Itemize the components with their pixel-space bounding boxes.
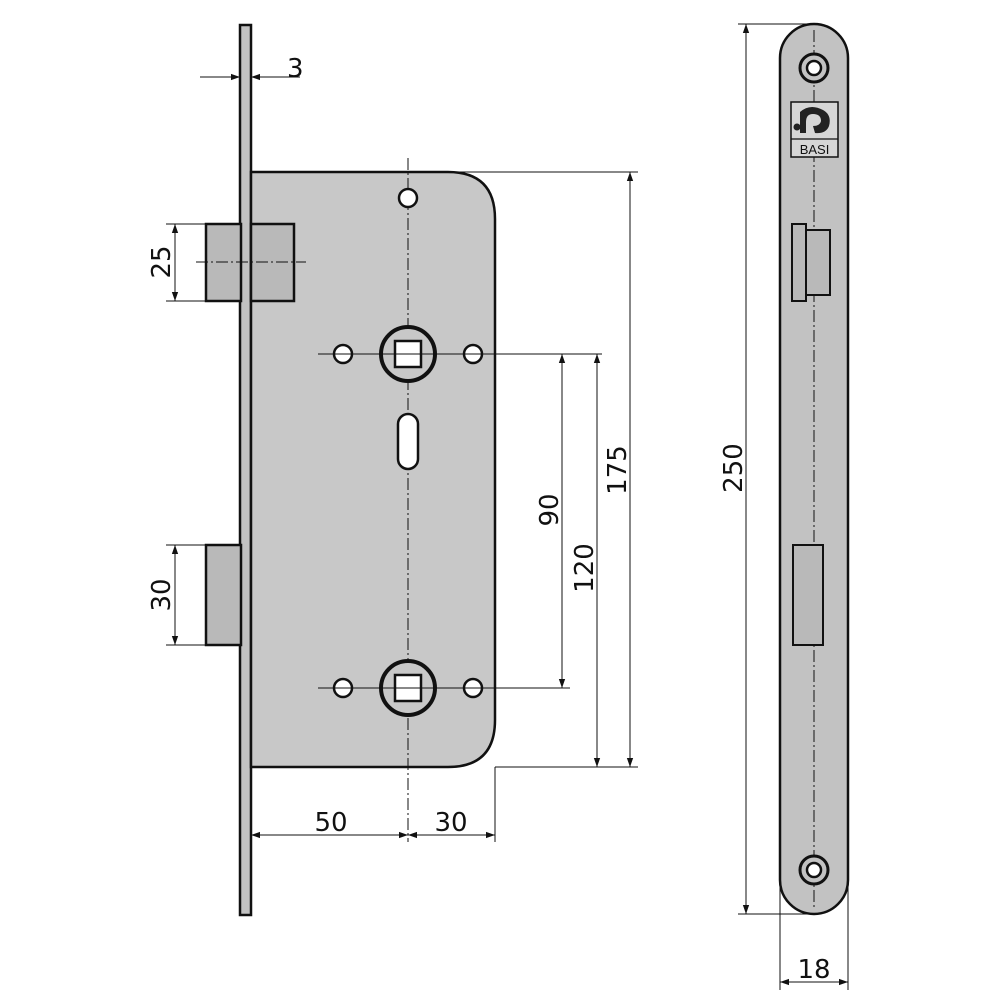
- basi-logo-text: BASI: [800, 142, 830, 157]
- dimension-faceplate-length: 250: [719, 23, 814, 915]
- dim-label-175: 175: [603, 445, 633, 495]
- dimension-follower-spacing-120: 120: [495, 354, 605, 768]
- lock-case-body: [249, 170, 497, 769]
- faceplate-screw-hole-top-inner: [805, 59, 823, 77]
- dim-label-30-bolt: 30: [147, 578, 177, 611]
- dim-label-18: 18: [797, 955, 830, 985]
- dimension-case-height: 175: [448, 171, 638, 768]
- dimension-latch-height: 25: [147, 223, 206, 302]
- faceplate-latch-opening: [791, 223, 807, 302]
- emergency-slot: [396, 412, 420, 471]
- dead-bolt: [204, 543, 243, 647]
- dim-label-250: 250: [719, 443, 749, 493]
- dimension-follower-spacing-90: 90: [535, 354, 566, 688]
- dim-label-120: 120: [570, 543, 600, 593]
- case-screw-hole-top: [397, 187, 419, 209]
- dim-label-30-edge: 30: [434, 808, 467, 838]
- faceplate-edge: [238, 23, 253, 917]
- faceplate-screw-hole-bottom-inner: [805, 861, 823, 879]
- dim-label-90: 90: [535, 493, 565, 526]
- dimension-backset: 50 30: [251, 767, 496, 842]
- faceplate-latch-bolt: [805, 229, 831, 296]
- dim-label-25: 25: [147, 245, 177, 278]
- dim-label-3: 3: [287, 54, 304, 84]
- basi-logo: BASI: [790, 101, 839, 158]
- faceplate-bolt-opening: [792, 544, 824, 646]
- dimension-faceplate-thickness: 3: [200, 54, 304, 84]
- dim-label-50: 50: [314, 808, 347, 838]
- dimension-bolt-height: 30: [147, 544, 206, 646]
- dimension-faceplate-width: 18: [779, 880, 849, 990]
